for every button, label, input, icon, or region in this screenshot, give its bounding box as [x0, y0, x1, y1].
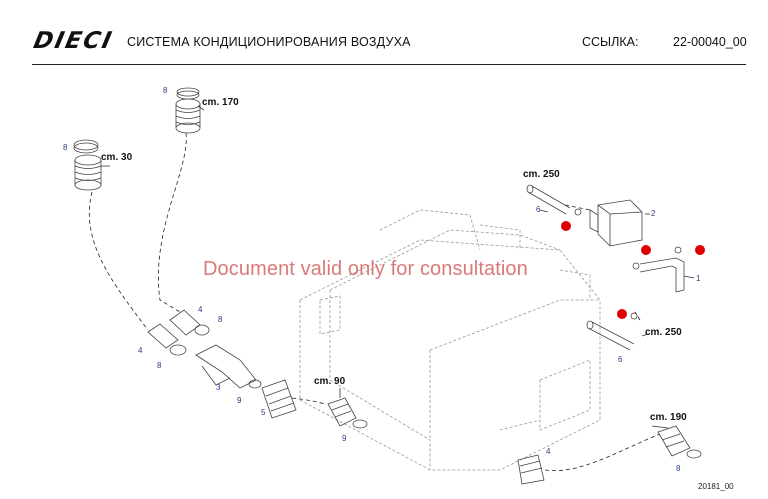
connector-cm190 [657, 425, 702, 459]
callout-2: 2 [651, 209, 656, 218]
document-title: СИСТЕМА КОНДИЦИОНИРОВАНИЯ ВОЗДУХА [127, 35, 411, 49]
bellows-4-bottom [517, 454, 545, 485]
marker-dot [641, 245, 651, 255]
marker-dot [695, 245, 705, 255]
reference-cm30: cm. 30 [101, 152, 133, 163]
cross-references: cm. 170 cm. 30 cm. 250 cm. 250 cm. 90 cm… [101, 97, 687, 423]
pipe-6-lower [586, 320, 635, 351]
bellows-5 [248, 379, 297, 419]
reference-label: ССЫЛКА: [582, 35, 639, 49]
consultation-watermark: Document valid only for consultation [203, 258, 528, 280]
red-markers [561, 221, 705, 319]
callout-4: 4 [546, 447, 551, 456]
callout-5: 5 [261, 408, 266, 417]
callout-8: 8 [157, 361, 162, 370]
callout-3: 3 [216, 383, 221, 392]
reference-cm250-lower: cm. 250 [645, 327, 682, 338]
callout-8: 8 [218, 315, 223, 324]
callout-8: 8 [676, 464, 681, 473]
sleeve-4-left [147, 323, 187, 356]
routing-lines [88, 132, 661, 472]
fittings [574, 208, 682, 320]
callout-9: 9 [237, 396, 242, 405]
marker-dot [617, 309, 627, 319]
leader-lines [101, 105, 695, 429]
y-piece-3 [195, 344, 257, 389]
reference-value: 22-00040_00 [673, 35, 747, 49]
sleeve-4-upper [169, 309, 210, 336]
bellows-sleeve-170 [175, 98, 201, 134]
callout-8: 8 [63, 143, 68, 152]
header-divider [32, 64, 746, 65]
exploded-parts-diagram: 8 8 6 2 1 4 8 4 8 3 9 5 9 6 4 8 cm. 170 … [63, 86, 705, 485]
cabin-frame [299, 209, 601, 471]
marker-dot [561, 221, 571, 231]
page-header: DIECI СИСТЕМА КОНДИЦИОНИРОВАНИЯ ВОЗДУХА … [0, 0, 768, 64]
callout-6: 6 [618, 355, 623, 364]
unit-2 [589, 199, 643, 247]
callout-9: 9 [342, 434, 347, 443]
bellows-cm90 [327, 397, 368, 429]
reference-cm190: cm. 190 [650, 412, 687, 423]
callout-1: 1 [696, 274, 701, 283]
callout-numbers: 8 8 6 2 1 4 8 4 8 3 9 5 9 6 4 8 [63, 86, 701, 473]
bellows-sleeve-30 [74, 154, 102, 191]
callout-4: 4 [198, 305, 203, 314]
reference-cm90: cm. 90 [314, 376, 346, 387]
callout-6: 6 [536, 205, 541, 214]
clamp-left-30 [73, 139, 99, 154]
callout-8: 8 [163, 86, 168, 95]
pipe-1 [639, 257, 685, 293]
reference-cm170: cm. 170 [202, 97, 239, 108]
clamp-upper-170 [176, 87, 200, 100]
reference-cm250-upper: cm. 250 [523, 169, 560, 180]
brand-logo: DIECI [31, 28, 116, 54]
callout-4: 4 [138, 346, 143, 355]
figure-code: 20181_00 [698, 482, 734, 491]
pipe-6-upper [526, 184, 571, 215]
